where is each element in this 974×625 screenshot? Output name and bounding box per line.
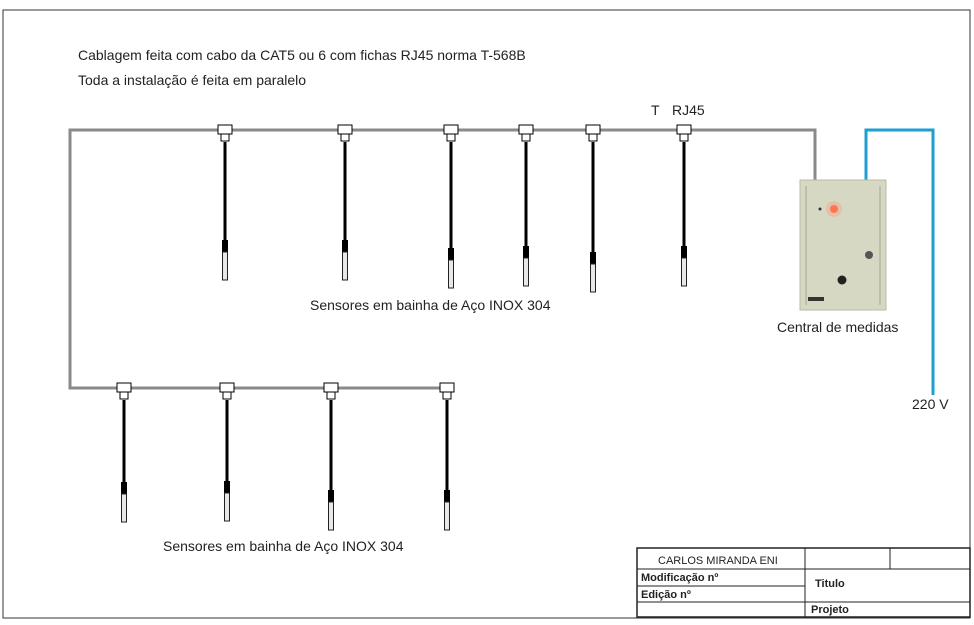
t-connector	[585, 124, 601, 135]
temperature-sensor	[439, 382, 455, 531]
rj45-label: RJ45	[672, 102, 705, 118]
t-label: T	[651, 102, 660, 118]
t-connector	[443, 124, 459, 135]
t-connector	[518, 124, 534, 135]
note-line-2: Toda a instalação é feita em paralelo	[78, 72, 306, 88]
temperature-sensor	[337, 124, 353, 281]
sensors-top-label: Sensores em bainha de Aço INOX 304	[310, 297, 551, 313]
author: CARLOS MIRANDA ENI	[658, 555, 778, 567]
bus-cable	[68, 128, 817, 390]
t-connector	[439, 382, 455, 393]
title-label: Titulo	[815, 578, 845, 590]
sensors	[116, 124, 692, 531]
status-led	[830, 205, 838, 213]
power-cable	[864, 128, 935, 395]
temperature-sensor	[585, 124, 601, 293]
temperature-sensor	[219, 382, 235, 522]
temperature-sensor	[217, 124, 233, 281]
power-label: 220 V	[912, 396, 949, 412]
temperature-sensor	[443, 124, 459, 289]
edition-label: Edição nº	[641, 589, 691, 601]
t-connector	[116, 382, 132, 393]
central-unit	[799, 179, 887, 311]
modification-label: Modificação nº	[641, 572, 718, 584]
page-border	[2, 9, 971, 619]
button	[837, 275, 847, 285]
temperature-sensor	[518, 124, 534, 287]
connector-gland	[865, 251, 873, 259]
temperature-sensor	[676, 124, 692, 287]
sensors-bottom-label: Sensores em bainha de Aço INOX 304	[163, 538, 404, 554]
note-line-1: Cablagem feita com cabo da CAT5 ou 6 com…	[78, 47, 526, 63]
project-label: Projeto	[811, 604, 849, 616]
t-connector	[676, 124, 692, 135]
t-connector	[323, 382, 339, 393]
title-block	[636, 547, 971, 618]
temperature-sensor	[323, 382, 339, 531]
t-connector	[217, 124, 233, 135]
temperature-sensor	[116, 382, 132, 523]
central-label: Central de medidas	[777, 319, 898, 335]
t-connector	[337, 124, 353, 135]
t-connector	[219, 382, 235, 393]
